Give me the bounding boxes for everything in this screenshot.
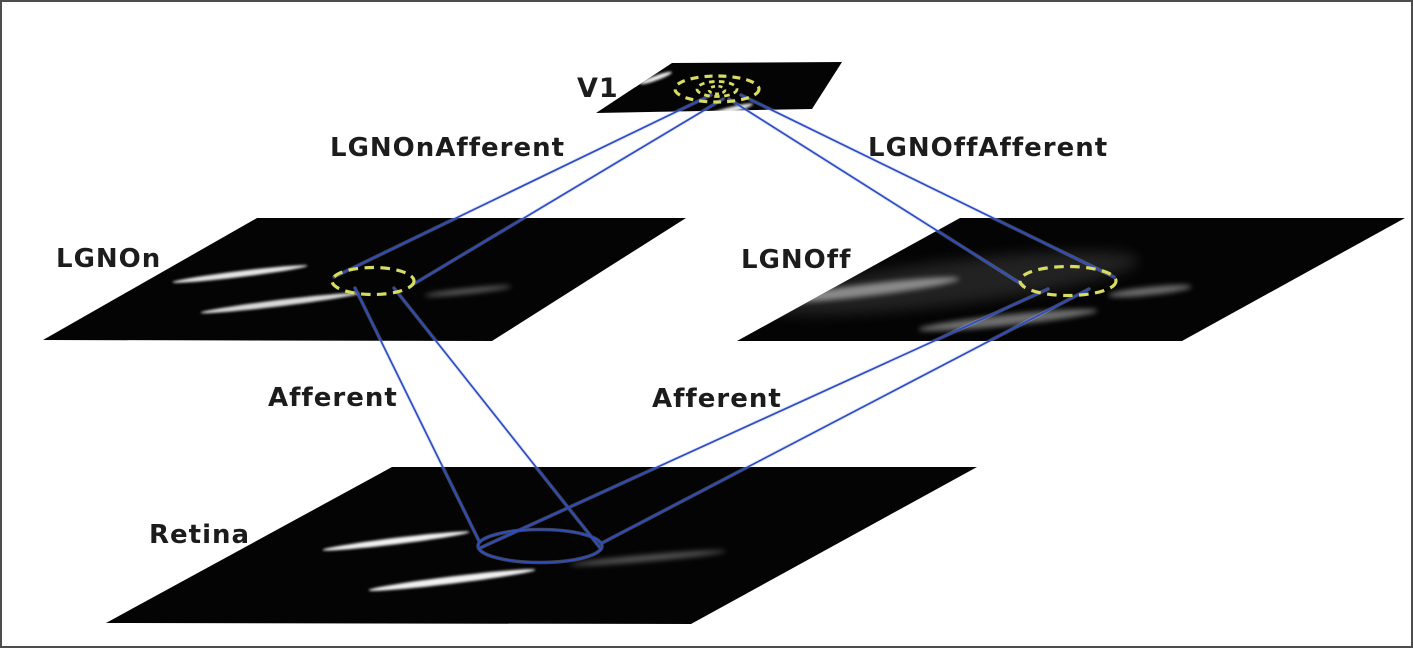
lgn-off-afferent-cone bbox=[728, 94, 1115, 286]
v1-label: V1 bbox=[577, 73, 619, 104]
lgn-on-afferent-label: LGNOnAfferent bbox=[330, 133, 565, 163]
retina-to-lgn-off-cone bbox=[479, 288, 1090, 549]
v1-receptive-field-middle-ring bbox=[695, 80, 739, 98]
lgn-on-activity-streaks bbox=[172, 265, 512, 314]
retina-label: Retina bbox=[149, 520, 250, 550]
lgn-off-receptive-field-ring bbox=[1018, 264, 1118, 298]
afferent-right-label: Afferent bbox=[652, 384, 782, 414]
retina-to-lgn-on-cone bbox=[354, 287, 602, 550]
lgn-off-label: LGNOff bbox=[741, 245, 851, 275]
v1-receptive-field-inner-ring bbox=[707, 84, 727, 96]
lgn-off-afferent-label: LGNOffAfferent bbox=[868, 133, 1108, 163]
lgn-on-receptive-field-ring bbox=[330, 265, 416, 297]
afferent-left-label: Afferent bbox=[268, 383, 398, 413]
retina-cone-base-ellipse bbox=[477, 528, 603, 564]
lgn-on-label: LGNOn bbox=[56, 244, 161, 274]
retina-sheet bbox=[106, 467, 977, 624]
v1-receptive-field-outer-ring bbox=[673, 74, 761, 104]
lgn-on-afferent-cone bbox=[333, 94, 724, 286]
retina-activity-streaks bbox=[322, 531, 726, 591]
lgn-on-sheet bbox=[43, 218, 686, 341]
